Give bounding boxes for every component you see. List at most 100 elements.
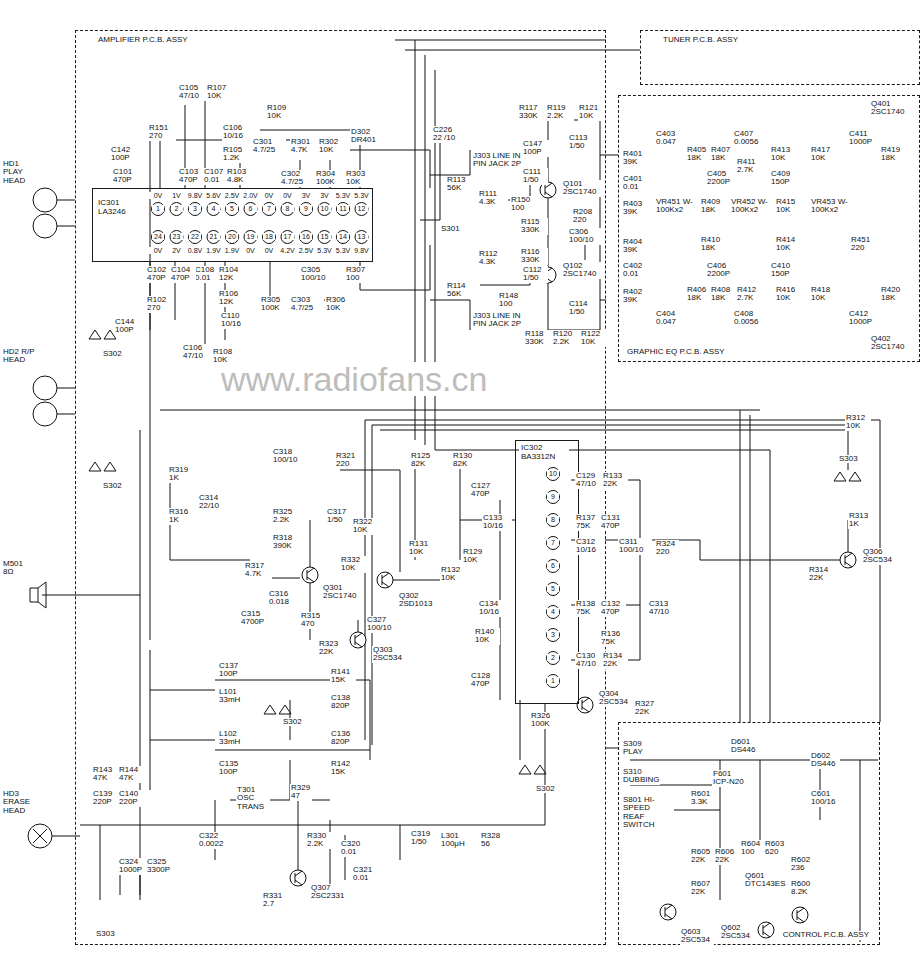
- pin-circle: [547, 514, 560, 527]
- pin-voltage: 5.3V: [353, 192, 371, 199]
- component-label: C321 0.01: [352, 866, 376, 883]
- component-label: C128 470P: [470, 672, 496, 689]
- component-label: M501 8Ω: [2, 560, 34, 577]
- component-label: C140 220P: [118, 790, 144, 807]
- component-label: R108 10K: [212, 348, 240, 365]
- component-label: Q602 2SC534: [720, 924, 754, 941]
- component-label: C409 150P: [770, 170, 798, 187]
- component-label: R322 10K: [352, 518, 378, 535]
- component-label: R119 2.2K: [546, 104, 574, 121]
- component-label: R138 75K: [575, 600, 601, 617]
- pin-number: 8: [282, 205, 294, 212]
- transistor-symbol: [840, 552, 856, 568]
- wiring: [28, 40, 880, 942]
- transistor-symbol: [545, 183, 552, 197]
- pin-number: 17: [282, 233, 294, 240]
- component-label: C133 10/16: [482, 514, 512, 531]
- pin-circle: [355, 203, 368, 216]
- component-label: R132 10K: [440, 566, 466, 583]
- pin-number: 3: [547, 631, 559, 638]
- component-label: C134 10/16: [478, 600, 508, 617]
- erase-head: [33, 829, 47, 843]
- component-label: R208 220: [572, 208, 598, 225]
- pin-number: 15: [319, 233, 331, 240]
- pin-voltage: 0V: [149, 247, 167, 254]
- tape-head: [33, 376, 57, 400]
- component-label: C137 100P: [218, 662, 244, 679]
- pin-circle: [337, 231, 350, 244]
- pin-number: 1: [152, 205, 164, 212]
- component-label: R306 10K: [325, 296, 353, 313]
- pin-circle: [318, 203, 331, 216]
- component-label: J303 LINE IN PIN JACK 2P: [472, 152, 524, 169]
- pin-circle: [547, 606, 560, 619]
- pin-circle: [300, 203, 313, 216]
- component-label: R409 18K: [700, 198, 724, 215]
- pin-circle: [207, 203, 220, 216]
- transistor-symbol: [350, 632, 366, 648]
- component-label: C106 47/10: [182, 344, 212, 361]
- component-label: C108 0.01: [194, 266, 220, 283]
- component-label: R134 22K: [602, 652, 628, 669]
- pin-voltage: 3V: [316, 192, 334, 199]
- pin-circle: [547, 583, 560, 596]
- component-label: R106 12K: [218, 290, 244, 307]
- component-label: C302 4.7/25: [280, 170, 314, 187]
- transistor-symbol: [382, 573, 389, 587]
- component-label: C101 470P: [112, 168, 142, 185]
- component-label: R315 470: [300, 612, 324, 629]
- pin-number: 12: [356, 205, 368, 212]
- pin-number: 9: [300, 205, 312, 212]
- component-label: C107 0.01: [203, 168, 227, 185]
- board-connector: [606, 748, 618, 749]
- component-label: R416 10K: [775, 286, 799, 303]
- component-label: R109 10K: [266, 104, 294, 121]
- component-label: C405 2200P: [706, 170, 736, 187]
- pin-number: 1: [547, 677, 559, 684]
- component-label: S302: [102, 350, 123, 358]
- transistor-symbol: [660, 904, 676, 920]
- component-label: R606 22K: [714, 848, 738, 865]
- transistor-symbol: [665, 905, 672, 919]
- pin-voltage: 0V: [260, 247, 278, 254]
- component-label: C129 47/10: [575, 472, 603, 489]
- component-label: C322 0.0022: [198, 832, 232, 849]
- transistors: [290, 182, 856, 938]
- component-label: HD2 R/P HEAD: [2, 348, 40, 365]
- pcb-assembly: TUNER P.C.B. ASSY: [640, 30, 920, 85]
- component-label: R605 22K: [690, 848, 714, 865]
- component-label: C112 1/50: [522, 266, 548, 283]
- pin-number: 5: [226, 205, 238, 212]
- component-label: R303 10K: [345, 170, 373, 187]
- component-label: R141 15K: [330, 668, 356, 685]
- pin-number: 4: [208, 205, 220, 212]
- component-label: R414 10K: [775, 236, 799, 253]
- component-label: Q301 2SC1740: [322, 584, 360, 601]
- pin-circle: [318, 231, 331, 244]
- component-label: C315 4700P: [240, 610, 268, 627]
- ic-pins: [152, 203, 560, 688]
- pin-number: 10: [319, 205, 331, 212]
- transistor-symbol: [290, 870, 306, 886]
- component-label: R314 22K: [808, 566, 834, 583]
- pin-number: 13: [356, 233, 368, 240]
- pin-circle: [189, 231, 202, 244]
- pin-number: 5: [547, 585, 559, 592]
- pin-voltage: 0V: [149, 192, 167, 199]
- wire: [170, 460, 840, 700]
- component-label: C138 820P: [330, 694, 356, 711]
- component-label: R313 1K: [848, 512, 872, 529]
- component-label: R329 47: [290, 784, 312, 801]
- transistor-symbol: [295, 871, 302, 885]
- component-label: R411 2.7K: [736, 158, 764, 175]
- component-label: R114 56K: [446, 282, 472, 299]
- component-label: C102 470P: [146, 266, 172, 283]
- component-label: Q402 2SC1740: [870, 335, 912, 352]
- pin-circle: [547, 491, 560, 504]
- component-label: C306 100/10: [568, 228, 602, 245]
- ic-title: IC302 BA3312N: [519, 444, 569, 462]
- pin-circle: [300, 231, 313, 244]
- component-label: R602 236: [790, 856, 814, 873]
- component-label: C110 10/16: [220, 312, 252, 329]
- component-label: R326 100K: [530, 712, 560, 729]
